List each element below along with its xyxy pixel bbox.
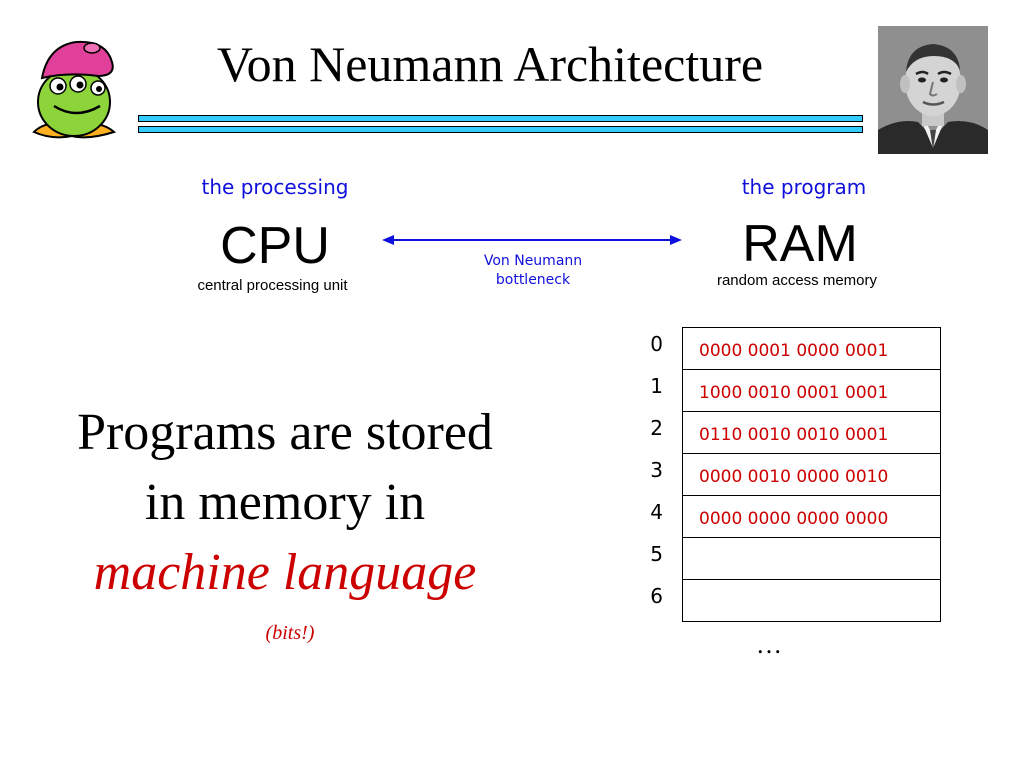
bottleneck-label: Von Neumann bottleneck: [468, 252, 598, 290]
bits-note: (bits!): [265, 622, 315, 644]
memory-row: 6: [650, 579, 941, 622]
statement-line-2: in memory in: [144, 474, 426, 531]
memory-address: 6: [650, 584, 663, 608]
statement-line-3: machine language: [93, 544, 477, 601]
main-statement: Programs are stored in memory in machine…: [30, 398, 540, 608]
title-rule-bottom: [138, 126, 863, 133]
memory-value: 0110 0010 0010 0001: [699, 425, 889, 445]
memory-row: 1 1000 0010 0001 0001: [650, 369, 941, 411]
title-rule-top: [138, 115, 863, 122]
bottleneck-label-line2: bottleneck: [495, 272, 571, 288]
memory-row: 2 0110 0010 0010 0001: [650, 411, 941, 453]
ram-full-name: random access memory: [716, 272, 878, 289]
slide-title: Von Neumann Architecture: [216, 36, 764, 92]
memory-row: 4 0000 0000 0000 0000: [650, 495, 941, 537]
ram-caption: the program: [741, 175, 867, 199]
memory-address: 1: [650, 374, 663, 398]
memory-value: 0000 0001 0000 0001: [699, 341, 889, 361]
memory-continuation: …: [756, 630, 782, 659]
cpu-label: CPU: [220, 217, 330, 275]
memory-row: 0 0000 0001 0000 0001: [650, 327, 941, 369]
cpu-caption: the processing: [201, 175, 349, 199]
memory-address: 0: [650, 332, 663, 356]
memory-table: 0 0000 0001 0000 0001 1 1000 0010 0001 0…: [650, 327, 941, 622]
statement-line-1: Programs are stored: [77, 404, 493, 461]
bottleneck-label-line1: Von Neumann: [483, 253, 583, 269]
memory-address: 3: [650, 458, 663, 482]
memory-row: 3 0000 0010 0000 0010: [650, 453, 941, 495]
bidirectional-arrow-icon: [382, 235, 682, 245]
memory-address: 4: [650, 500, 663, 524]
memory-address: 2: [650, 416, 663, 440]
von-neumann-portrait-image: [878, 26, 988, 154]
memory-value: 0000 0010 0000 0010: [699, 467, 889, 487]
ram-label: RAM: [742, 215, 858, 273]
memory-value: 1000 0010 0001 0001: [699, 383, 889, 403]
memory-value: 0000 0000 0000 0000: [699, 509, 889, 529]
cpu-full-name: central processing unit: [197, 277, 348, 294]
memory-address: 5: [650, 542, 663, 566]
alien-mascot-image: [28, 36, 120, 142]
memory-row: 5: [650, 537, 941, 579]
